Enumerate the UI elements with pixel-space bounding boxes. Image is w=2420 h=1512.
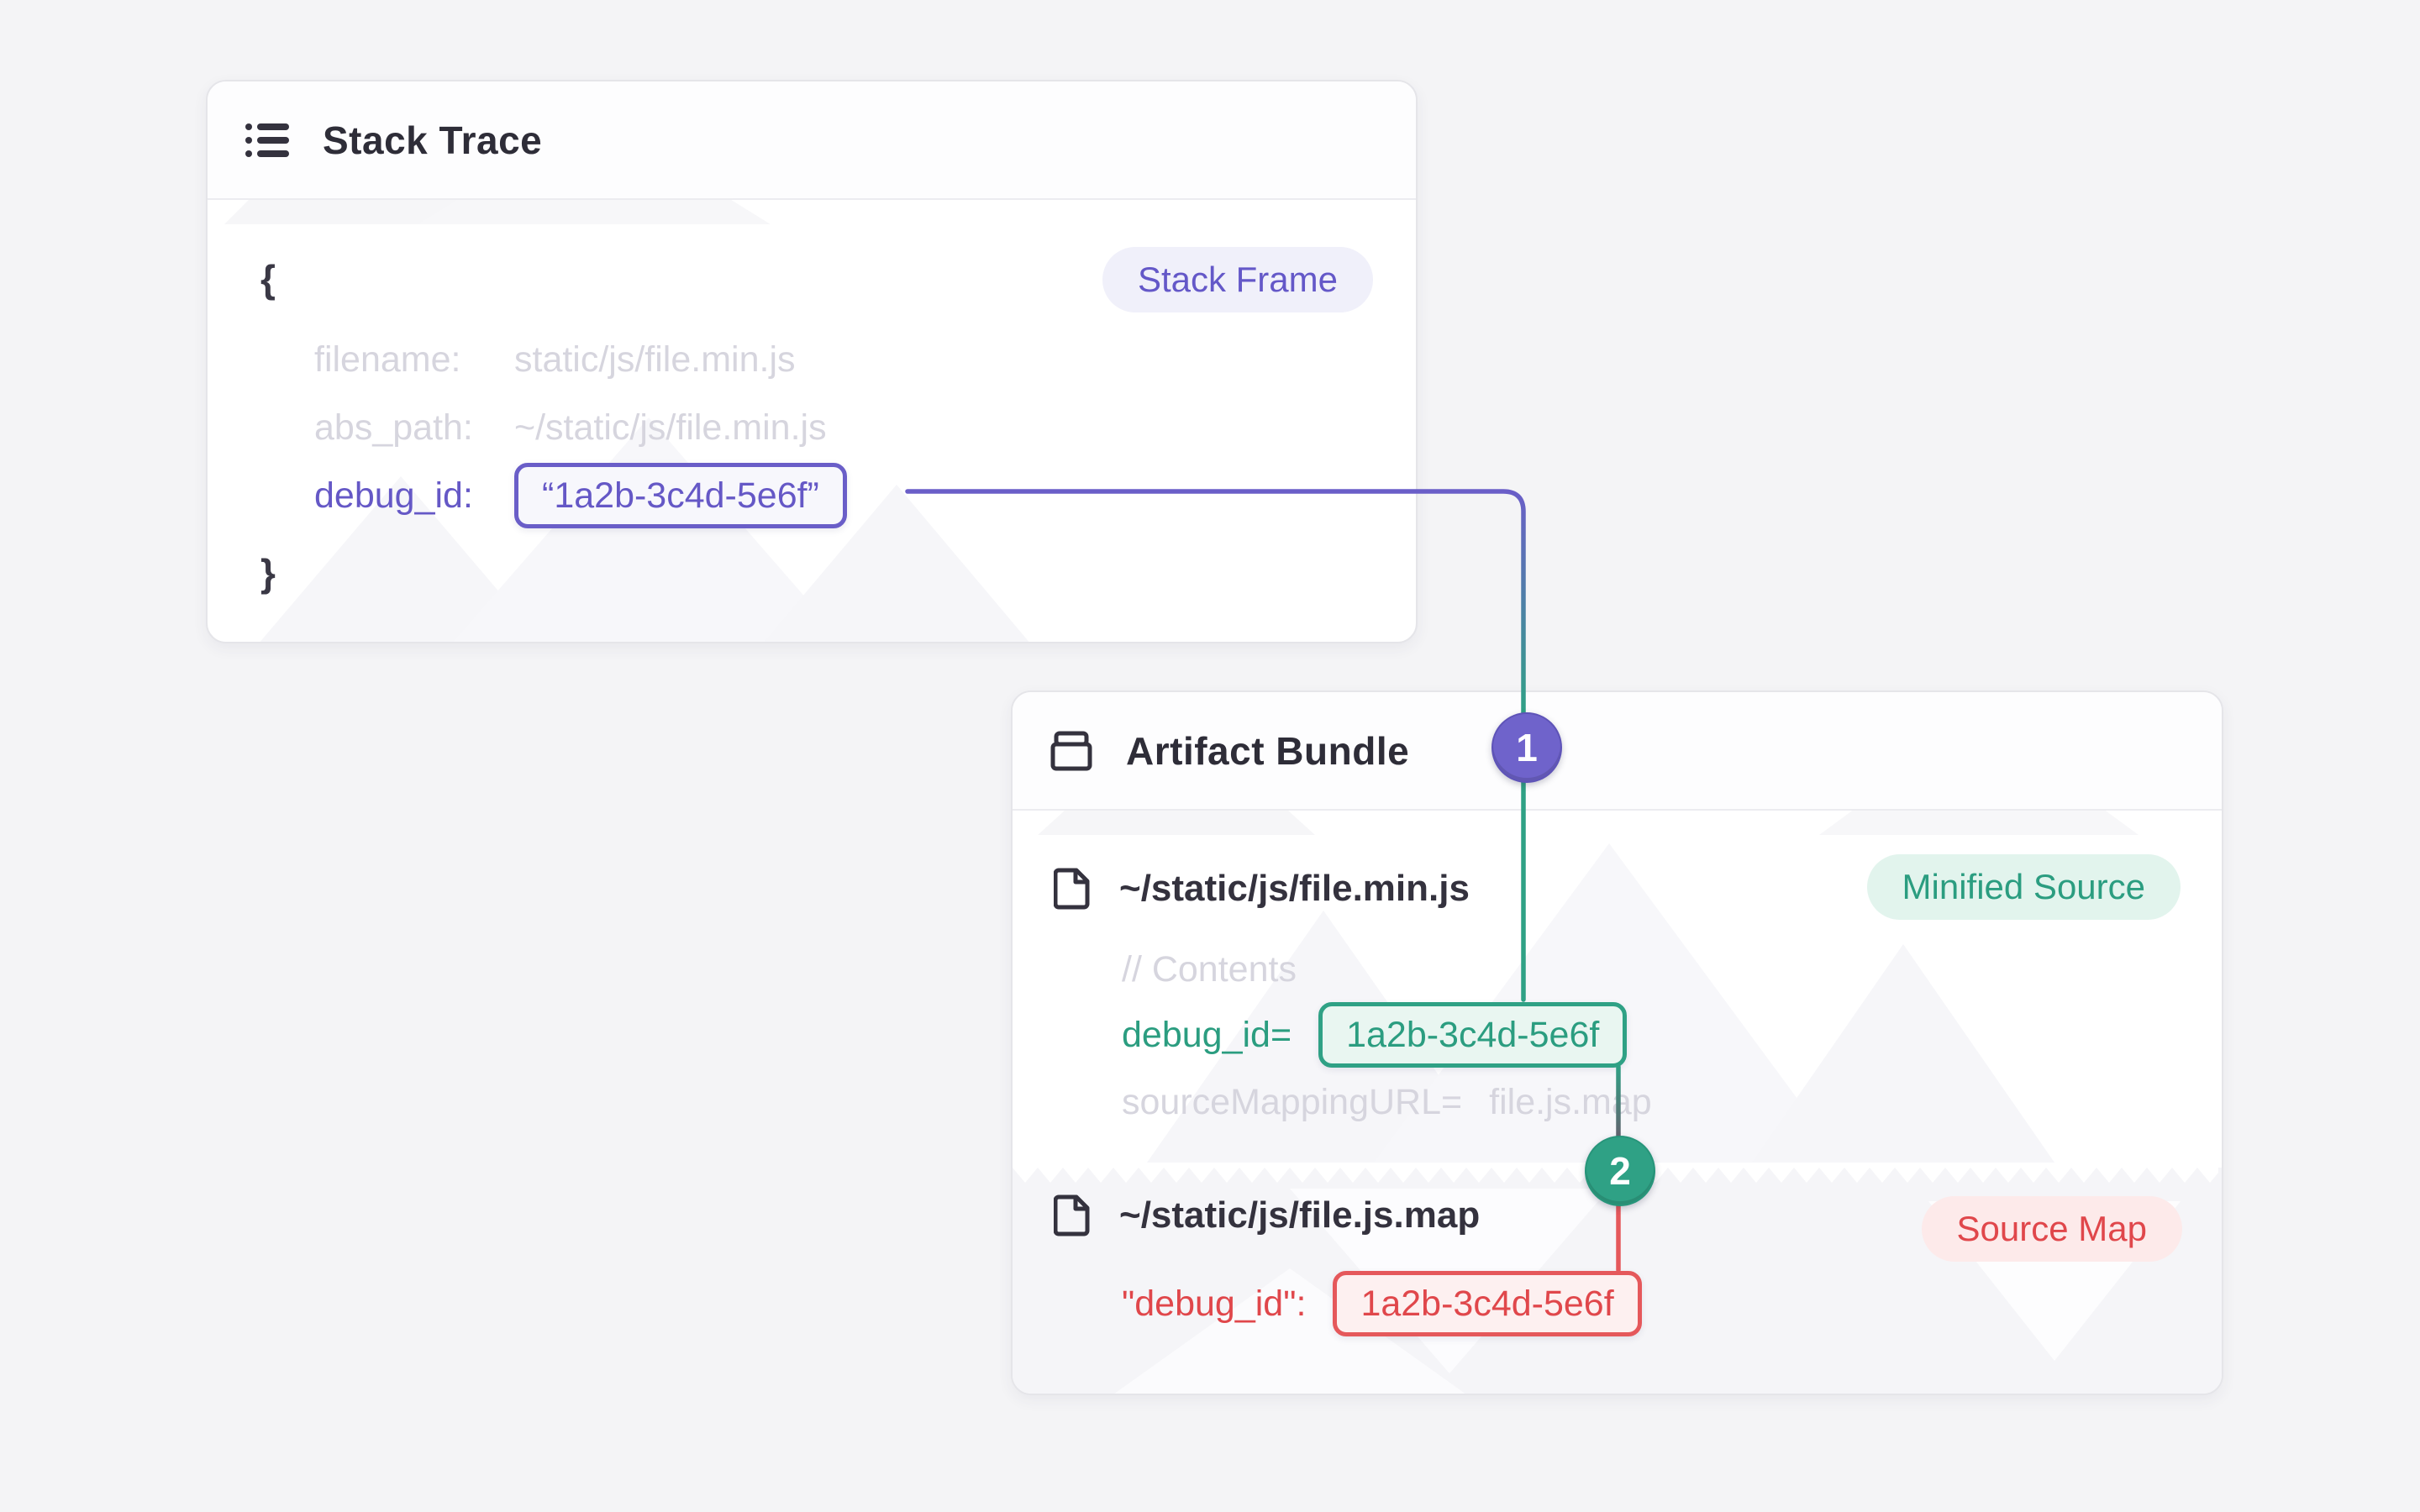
- source-map-debug-id-row: "debug_id": 1a2b-3c4d-5e6f: [1122, 1270, 1642, 1337]
- minified-source-badge-label: Minified Source: [1902, 867, 2145, 906]
- artifact-bundle-title: Artifact Bundle: [1126, 728, 1410, 773]
- frame-filename-value: static/js/file.min.js: [514, 339, 796, 380]
- frame-row-debug-id: debug_id: “1a2b-3c4d-5e6f”: [314, 462, 847, 529]
- frame-debug-id-label: debug_id:: [314, 475, 473, 516]
- artifact-bundle-header: Artifact Bundle: [1013, 692, 2222, 811]
- minified-source-badge: Minified Source: [1866, 854, 2181, 920]
- stack-frame-badge: Stack Frame: [1102, 247, 1373, 312]
- source-mapping-url-label: sourceMappingURL=: [1122, 1081, 1463, 1122]
- file-icon: [1054, 1194, 1091, 1236]
- minified-debug-id-label: debug_id=: [1122, 1014, 1292, 1055]
- source-mapping-url-value: file.js.map: [1489, 1081, 1652, 1122]
- step-1-circle: 1: [1491, 712, 1562, 783]
- list-icon: [245, 120, 289, 160]
- file-icon: [1054, 868, 1091, 910]
- source-map-debug-id-label: "debug_id":: [1122, 1283, 1307, 1324]
- source-map-badge-label: Source Map: [1956, 1209, 2147, 1248]
- frame-row-filename: filename: static/js/file.min.js: [314, 326, 796, 393]
- mountain-decor: [1752, 944, 2054, 1163]
- stack-trace-header: Stack Trace: [208, 81, 1416, 200]
- minified-filename: ~/static/js/file.min.js: [1119, 868, 1470, 909]
- stack-trace-card: Stack Trace { Stack Frame filename: stat…: [206, 80, 1418, 643]
- frame-abs-path-label: abs_path:: [314, 407, 473, 448]
- frame-debug-id-value-box: “1a2b-3c4d-5e6f”: [514, 463, 847, 528]
- minified-debug-id-value-box: 1a2b-3c4d-5e6f: [1318, 1002, 1628, 1068]
- step-2-circle: 2: [1585, 1136, 1655, 1206]
- stack-frame-badge-label: Stack Frame: [1137, 260, 1338, 299]
- source-map-badge: Source Map: [1921, 1196, 2182, 1262]
- artifact-bundle-card: Artifact Bundle ~/static/js/file.min.js …: [1011, 690, 2223, 1395]
- step-2-number: 2: [1609, 1149, 1631, 1193]
- source-map-filename: ~/static/js/file.js.map: [1119, 1194, 1481, 1236]
- archive-box-icon: [1050, 730, 1092, 772]
- frame-abs-path-value: ~/static/js/file.min.js: [514, 407, 827, 448]
- frame-filename-label: filename:: [314, 339, 461, 380]
- source-mapping-url-row: sourceMappingURL= file.js.map: [1122, 1068, 1652, 1136]
- open-brace: {: [260, 257, 276, 301]
- step-1-number: 1: [1516, 726, 1538, 769]
- source-map-debug-id-value-box: 1a2b-3c4d-5e6f: [1333, 1271, 1642, 1336]
- frame-row-abs-path: abs_path: ~/static/js/file.min.js: [314, 394, 827, 461]
- minified-file-row: ~/static/js/file.min.js: [1054, 855, 1470, 922]
- stack-trace-title: Stack Trace: [323, 118, 543, 162]
- close-brace: }: [260, 551, 276, 595]
- source-map-file-row: ~/static/js/file.js.map: [1054, 1182, 1480, 1249]
- minified-debug-id-row: debug_id= 1a2b-3c4d-5e6f: [1122, 1001, 1628, 1068]
- contents-comment-row: // Contents: [1122, 936, 1297, 1003]
- contents-comment: // Contents: [1122, 948, 1297, 990]
